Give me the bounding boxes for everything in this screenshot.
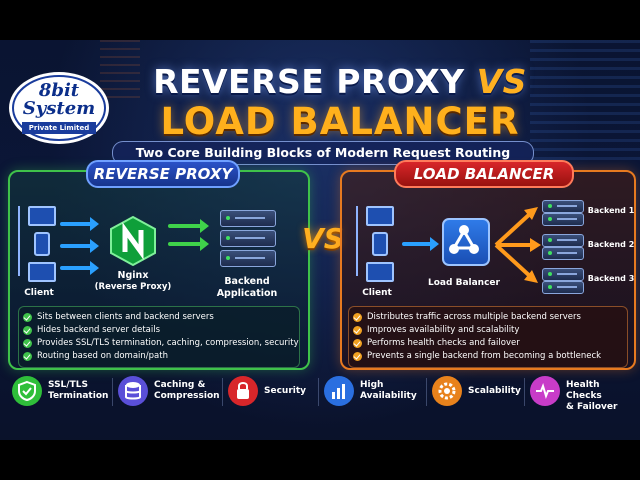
server-icon [220, 210, 276, 227]
server-icon [542, 234, 584, 247]
distribution-arrows [494, 207, 541, 283]
feature-label: Caching &Compression [154, 380, 220, 401]
check-icon [353, 326, 362, 335]
server-icon [542, 281, 584, 294]
list-item: Performs health checks and failover [349, 337, 627, 350]
phone-icon [372, 232, 388, 256]
server-icon [542, 213, 584, 226]
phone-icon [34, 232, 50, 256]
logo-tagline: Private Limited [22, 122, 96, 134]
divider [222, 378, 223, 406]
divider [112, 378, 113, 406]
list-item: Improves availability and scalability [349, 324, 627, 337]
load-balancer-panel: LOAD BALANCER Client Load Balancer [340, 160, 636, 370]
list-item: Provides SSL/TLS termination, caching, c… [19, 337, 299, 350]
divider [524, 378, 525, 406]
monitor-icon [366, 262, 394, 282]
backend-label: Backend [224, 276, 270, 287]
feature-health-checks: Health Checks& Failover [530, 372, 634, 412]
check-icon [23, 313, 32, 322]
feature-caching: Caching &Compression [118, 372, 220, 412]
server-icon [542, 200, 584, 213]
gear-icon [432, 376, 462, 406]
backend-2-label: Backend 2 [587, 240, 635, 249]
title-reverse-proxy: REVERSE PROXY [153, 62, 465, 101]
company-logo: 8bit System Private Limited [8, 68, 110, 154]
server-icon [542, 247, 584, 260]
check-icon [23, 326, 32, 335]
arrow-right-icon [60, 217, 99, 231]
nginx-icon [110, 215, 156, 267]
backend-3-label: Backend 3 [587, 274, 635, 283]
arrow-right-icon [402, 237, 439, 251]
list-item: Prevents a single backend from becoming … [349, 350, 627, 363]
feature-security: Security [228, 372, 318, 412]
list-item: Hides backend server details [19, 324, 299, 337]
server-icon [220, 230, 276, 247]
check-icon [23, 352, 32, 361]
load-balancer-heading: LOAD BALANCER [394, 160, 574, 188]
arrow-right-icon [168, 237, 209, 251]
check-icon [353, 339, 362, 348]
letterbox-top [0, 0, 640, 40]
reverse-proxy-panel: REVERSE PROXY Client Nginx (Reverse Prox… [8, 160, 310, 370]
rp-client-label: Client [24, 288, 54, 298]
vs-badge: VS [302, 222, 344, 255]
title-line-1: REVERSE PROXY VS [130, 62, 550, 101]
lb-label: Load Balancer [428, 278, 500, 288]
feature-label: Health Checks& Failover [566, 380, 618, 412]
heartbeat-icon [530, 376, 560, 406]
check-icon [353, 313, 362, 322]
logo-line-2: System [22, 98, 96, 119]
load-balancer-features: Distributes traffic across multiple back… [348, 306, 628, 368]
letterbox-bottom [0, 440, 640, 480]
check-icon [353, 352, 362, 361]
reverse-proxy-heading: REVERSE PROXY [86, 160, 240, 188]
lock-icon [228, 376, 258, 406]
reverse-proxy-features: Sits between clients and backend servers… [18, 306, 300, 368]
title-line-2: LOAD BALANCER [160, 100, 520, 143]
database-icon [118, 376, 148, 406]
feature-label: Security [264, 386, 307, 396]
nginx-sublabel: (Reverse Proxy) [94, 282, 172, 292]
client-devices [18, 206, 56, 282]
list-item: Sits between clients and backend servers [19, 311, 299, 324]
lb-client-label: Client [362, 288, 392, 298]
feature-scalability: Scalability [432, 372, 524, 412]
laptop-icon [28, 206, 56, 226]
backend-1-label: Backend 1 [587, 206, 635, 215]
bar-chart-icon [324, 376, 354, 406]
check-icon [23, 339, 32, 348]
title-vs: VS [476, 62, 527, 101]
light-streak-background [100, 40, 140, 100]
server-icon [542, 268, 584, 281]
divider [318, 378, 319, 406]
nginx-label: Nginx [117, 270, 149, 281]
arrow-right-icon [60, 239, 99, 253]
shield-check-icon [12, 376, 42, 406]
client-devices [356, 206, 394, 282]
server-icon [220, 250, 276, 267]
laptop-icon [366, 206, 394, 226]
backend-sublabel: Application [216, 288, 278, 299]
list-item: Routing based on domain/path [19, 350, 299, 363]
feature-label: Scalability [468, 386, 521, 396]
list-item: Distributes traffic across multiple back… [349, 311, 627, 324]
divider [426, 378, 427, 406]
monitor-icon [28, 262, 56, 282]
arrow-right-icon [60, 261, 99, 275]
load-balancer-icon [442, 218, 490, 266]
server-rack-background [530, 40, 640, 160]
logo-line-1: 8bit [38, 80, 80, 101]
arrow-right-icon [168, 219, 209, 233]
